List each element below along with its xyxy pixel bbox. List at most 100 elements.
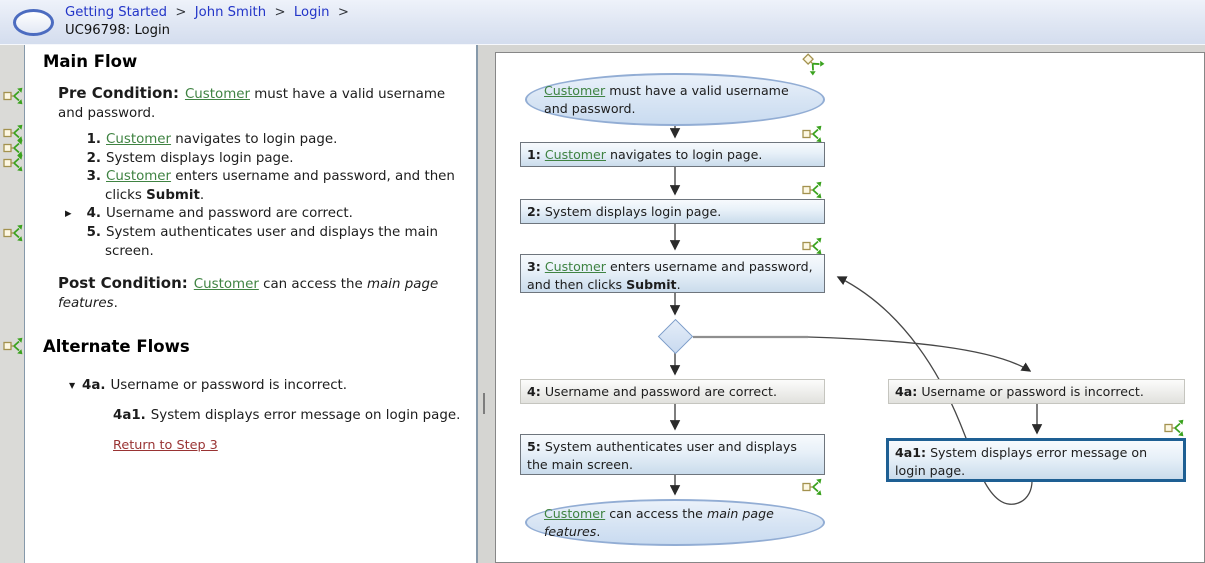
return-row: Return to Step 3 (113, 438, 476, 453)
flow-branch-icon[interactable] (3, 337, 23, 355)
flow-branch-icon[interactable] (802, 478, 822, 496)
flow-branch-icon[interactable] (802, 237, 822, 255)
text-segment: Username or password is incorrect. (110, 378, 348, 394)
flow-branch-icon[interactable] (3, 224, 23, 242)
post-condition-text: Customer can access the main page featur… (58, 277, 438, 311)
node-text-segments: System authenticates user and displays t… (527, 439, 797, 472)
pre-condition-label: Pre Condition: (58, 84, 179, 102)
step-number: 4a. (82, 378, 106, 394)
step-number: 4a1. (113, 407, 146, 423)
node-text: 4a:Username or password is incorrect. (895, 384, 1144, 399)
node-step-4a1-selected[interactable]: 4a1:System displays error message on log… (886, 438, 1186, 482)
node-step-1[interactable]: 1:Customer navigates to login page. (520, 142, 825, 167)
node-text: 4a1:System displays error message on log… (895, 445, 1147, 478)
text-segment: must have a valid username and password. (544, 83, 789, 116)
text-segment: main page features (544, 506, 774, 539)
main-flow-steps: 1.Customer navigates to login page.2.Sys… (65, 131, 476, 261)
node-number: 5: (527, 439, 541, 454)
node-step-5[interactable]: 5:System authenticates user and displays… (520, 434, 825, 475)
flow-step: 2.System displays login page. (65, 150, 465, 169)
flow-diagram-panel: Customer must have a valid username and … (495, 52, 1205, 563)
node-text-segments: System displays error message on login p… (895, 445, 1147, 478)
left-gutter (0, 45, 24, 563)
customer-entity-link[interactable]: Customer (106, 169, 172, 185)
text-segment: System displays login page. (106, 150, 294, 166)
customer-entity-link[interactable]: Customer (544, 506, 606, 521)
main-flow-heading: Main Flow (43, 52, 138, 71)
flow-branch-icon[interactable] (802, 181, 822, 199)
customer-entity-link[interactable]: Customer (544, 259, 606, 274)
flow-branch-icon[interactable] (3, 154, 23, 172)
node-pre-condition[interactable]: Customer must have a valid username and … (525, 73, 825, 126)
text-segment: . (199, 187, 205, 203)
customer-entity-link[interactable]: Customer (544, 83, 606, 98)
breadcrumb-link[interactable]: John Smith (194, 5, 267, 20)
node-number: 4a1: (895, 445, 927, 460)
step-number: 3. (86, 169, 101, 185)
collapse-marker-icon[interactable]: ▶ (65, 209, 72, 220)
customer-entity-link[interactable]: Customer (106, 132, 172, 147)
flow-step: 1.Customer navigates to login page. (65, 131, 465, 150)
node-text-segments: Customer can access the main page featur… (544, 506, 774, 539)
customer-entity-link[interactable]: Customer (184, 87, 250, 102)
node-post-condition[interactable]: Customer can access the main page featur… (525, 499, 825, 546)
customer-entity-link[interactable]: Customer (544, 147, 606, 162)
text-segment: Submit (626, 276, 677, 292)
text-segment: Submit (146, 187, 200, 203)
flow-branch-icon[interactable] (1164, 419, 1184, 437)
text-segment: navigates to login page. (171, 132, 338, 147)
node-text-segments: Customer enters username and password, a… (527, 259, 813, 292)
text-segment: System displays error message on login p… (150, 407, 461, 423)
breadcrumb-separator: > (166, 5, 195, 20)
step-text: System displays error message on login p… (151, 408, 461, 423)
panel-splitter[interactable] (480, 45, 495, 563)
return-to-step-link[interactable]: Return to Step 3 (113, 438, 218, 454)
flow-connectors (669, 124, 1043, 505)
app-logo-ellipse-icon (13, 9, 54, 36)
node-text-segments: Username and password are correct. (545, 384, 777, 399)
text-segment: enters username and password, and then c… (527, 259, 813, 292)
node-text: 4:Username and password are correct. (527, 384, 777, 399)
flow-branch-icon[interactable] (802, 125, 822, 143)
text-segment: System authenticates user and displays t… (105, 224, 438, 259)
breadcrumb-link[interactable]: Getting Started (65, 5, 167, 20)
alternate-flows-heading: Alternate Flows (43, 337, 190, 357)
node-step-4[interactable]: 4:Username and password are correct. (520, 379, 825, 404)
node-number: 4a: (895, 384, 918, 399)
post-condition-label: Post Condition: (58, 274, 188, 293)
splitter-handle[interactable] (483, 393, 485, 414)
flow-step: 5.System authenticates user and displays… (65, 224, 465, 261)
flow-step: 3. Customer enters username and password,… (65, 168, 465, 205)
node-text: Customer must have a valid username and … (544, 82, 806, 117)
breadcrumb-link[interactable]: Login (293, 5, 330, 20)
node-text-segments: Customer navigates to login page. (545, 147, 763, 162)
node-step-2[interactable]: 2:System displays login page. (520, 199, 825, 224)
text-segment: . (113, 296, 118, 312)
breadcrumb-separator: > (266, 5, 294, 20)
use-case-title: UC96798: Login (65, 23, 171, 38)
text-segment: enters username and password, and then c… (105, 169, 455, 203)
pre-condition: Pre Condition:Customer must have a valid… (58, 84, 458, 123)
flow-branch-icon[interactable] (3, 87, 23, 105)
node-text: Customer can access the main page featur… (544, 505, 806, 540)
text-segment: Username and password are correct. (544, 384, 777, 399)
customer-entity-link[interactable]: Customer (193, 277, 259, 293)
collapse-marker-icon[interactable]: ▼ (69, 381, 76, 391)
post-condition: Post Condition:Customer can access the m… (58, 274, 458, 313)
alternate-flow-step: ▼ 4a.Username or password is incorrect. (69, 377, 476, 396)
node-number: 1: (527, 147, 541, 162)
breadcrumb: Getting Started > John Smith > Login > (65, 5, 357, 20)
node-text: 1:Customer navigates to login page. (527, 147, 762, 162)
node-step-4a[interactable]: 4a:Username or password is incorrect. (888, 379, 1185, 404)
text-segment: navigates to login page. (606, 147, 763, 162)
node-number: 3: (527, 259, 541, 274)
text-segment: System displays login page. (544, 204, 722, 219)
step-text: System displays login page. (106, 151, 294, 166)
node-text: 2:System displays login page. (527, 204, 721, 219)
text-segment: . (596, 523, 601, 539)
node-step-3[interactable]: 3:Customer enters username and password,… (520, 254, 825, 293)
pre-condition-text: Customer must have a valid username and … (58, 87, 445, 121)
text-segment: System authenticates user and displays t… (527, 439, 797, 472)
text-segment: main page features (58, 277, 439, 312)
step-number: 4. (86, 206, 101, 222)
